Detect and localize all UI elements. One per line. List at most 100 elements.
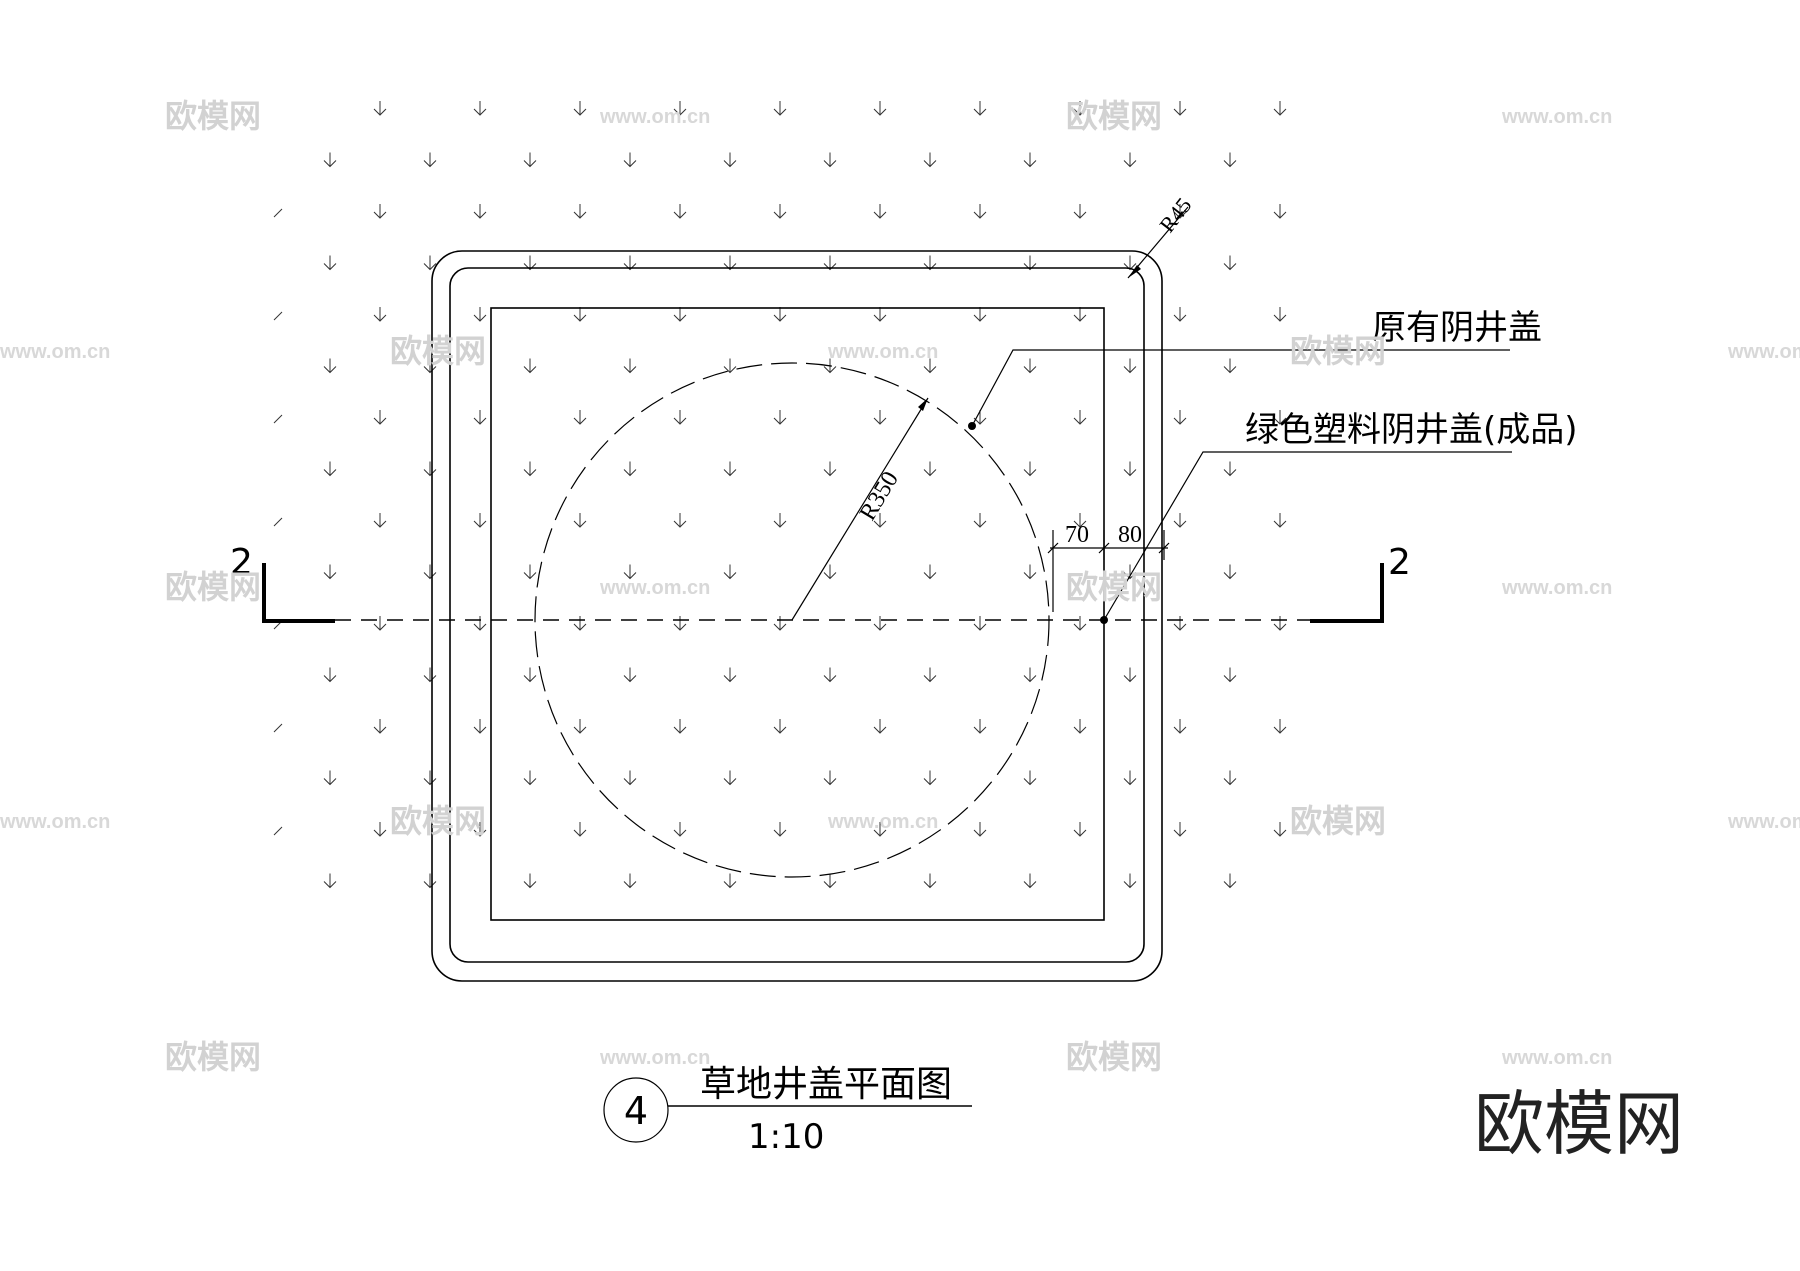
grass-symbol <box>923 873 937 889</box>
section-mark-left-label: 2 <box>230 542 253 583</box>
grass-symbol <box>973 616 987 631</box>
grass-symbol <box>873 410 887 425</box>
grass-symbol <box>423 358 437 374</box>
detail-number: 4 <box>624 1089 648 1133</box>
grass-symbol <box>623 255 637 271</box>
grass-symbol <box>773 513 787 528</box>
grass-symbol <box>923 564 937 580</box>
grass-symbol <box>573 101 587 116</box>
grass-symbol <box>423 667 437 683</box>
grass-symbol <box>323 358 337 374</box>
grass-symbol <box>823 461 837 477</box>
watermark-brand: 欧模网 <box>390 332 486 370</box>
watermark-url: www.om.cn <box>599 577 710 599</box>
watermark-url: www.om.cn <box>1727 341 1800 363</box>
grass-symbol <box>723 564 737 580</box>
corner-radius-arrowhead <box>1128 265 1141 278</box>
radius-label: R350 <box>855 467 904 525</box>
grass-symbol <box>1173 719 1187 734</box>
grass-symbol <box>873 822 887 837</box>
grass-symbol <box>523 873 537 889</box>
frame-inner-edge <box>449 267 1145 963</box>
frame-outer-edge <box>431 250 1163 982</box>
leader-existing-cover <box>971 349 1510 427</box>
grass-symbol <box>623 358 637 374</box>
grass-symbol <box>1023 255 1037 271</box>
grass-symbol <box>323 255 337 271</box>
grass-symbol <box>823 873 837 889</box>
grass-symbol <box>1273 822 1287 837</box>
grass-symbol <box>823 152 837 168</box>
grass-symbol <box>323 873 337 889</box>
grass-symbol <box>573 719 587 734</box>
offset-label-70: 70 <box>1065 522 1089 548</box>
watermark-brand: 欧模网 <box>1066 568 1162 606</box>
watermark-url: www.om.cn <box>1501 106 1612 128</box>
grass-symbol <box>773 616 787 631</box>
grass-symbol <box>623 873 637 889</box>
watermark-brand: 欧模网 <box>1066 97 1162 135</box>
grass-symbol <box>373 513 387 528</box>
grass-symbol <box>373 101 387 116</box>
grass-symbol <box>273 414 283 424</box>
grass-symbol <box>373 719 387 734</box>
grass-symbol <box>473 307 487 322</box>
section-mark-left <box>262 563 335 623</box>
grass-symbol <box>1223 255 1237 271</box>
brand-logo-text: 欧模网 <box>1474 1083 1684 1165</box>
grass-symbol <box>1273 204 1287 219</box>
label-existing-cover: 原有阴井盖 <box>1372 308 1542 348</box>
grass-symbol <box>823 564 837 580</box>
grass-symbol <box>473 204 487 219</box>
grass-symbol <box>473 410 487 425</box>
grass-symbol <box>623 667 637 683</box>
grass-symbol <box>923 667 937 683</box>
watermark-url: www.om.cn <box>599 1047 710 1069</box>
watermark-brand: 欧模网 <box>1066 1038 1162 1076</box>
watermark-brand: 欧模网 <box>165 568 261 606</box>
grass-symbol <box>973 307 987 322</box>
grass-symbol <box>1123 358 1137 374</box>
grass-symbol <box>423 770 437 786</box>
grass-symbol <box>1073 822 1087 837</box>
grass-symbol <box>973 513 987 528</box>
grass-symbol <box>873 616 887 631</box>
grass-symbol <box>473 719 487 734</box>
grass-symbol <box>1023 152 1037 168</box>
grass-symbol <box>523 255 537 271</box>
grass-symbol <box>1023 461 1037 477</box>
grass-symbol <box>1073 719 1087 734</box>
grass-symbol <box>1123 770 1137 786</box>
grass-symbol <box>473 513 487 528</box>
grass-hatch-pattern <box>273 101 1287 889</box>
grass-symbol <box>523 358 537 374</box>
watermark-url: www.om.cn <box>1501 1047 1612 1069</box>
grass-symbol <box>1173 513 1187 528</box>
grass-symbol <box>573 307 587 322</box>
grass-symbol <box>623 564 637 580</box>
grass-symbol <box>823 667 837 683</box>
grass-symbol <box>373 410 387 425</box>
grass-symbol <box>1073 204 1087 219</box>
grass-symbol <box>923 770 937 786</box>
grass-symbol <box>1023 770 1037 786</box>
grass-symbol <box>473 616 487 631</box>
grass-symbol <box>273 723 283 733</box>
offset-dimension <box>1047 530 1170 612</box>
grass-symbol <box>323 461 337 477</box>
grass-symbol <box>423 152 437 168</box>
drawing-title: 草地井盖平面图 <box>700 1064 952 1105</box>
leader-existing-cover-dot <box>968 422 976 430</box>
grass-symbol <box>623 152 637 168</box>
grass-symbol <box>823 255 837 271</box>
grass-symbol <box>573 513 587 528</box>
grass-symbol <box>1223 770 1237 786</box>
grass-symbol <box>973 719 987 734</box>
grass-symbol <box>1123 461 1137 477</box>
label-green-cover: 绿色塑料阴井盖(成品) <box>1245 410 1578 450</box>
watermark-layer: 欧模网 www.om.cn 欧模网 www.om.cn www.om.cn 欧模网 www.… <box>0 97 1800 1076</box>
grass-symbol <box>323 770 337 786</box>
radius-dimension-line <box>791 397 929 621</box>
grass-symbol <box>1273 101 1287 116</box>
grass-symbol <box>923 358 937 374</box>
